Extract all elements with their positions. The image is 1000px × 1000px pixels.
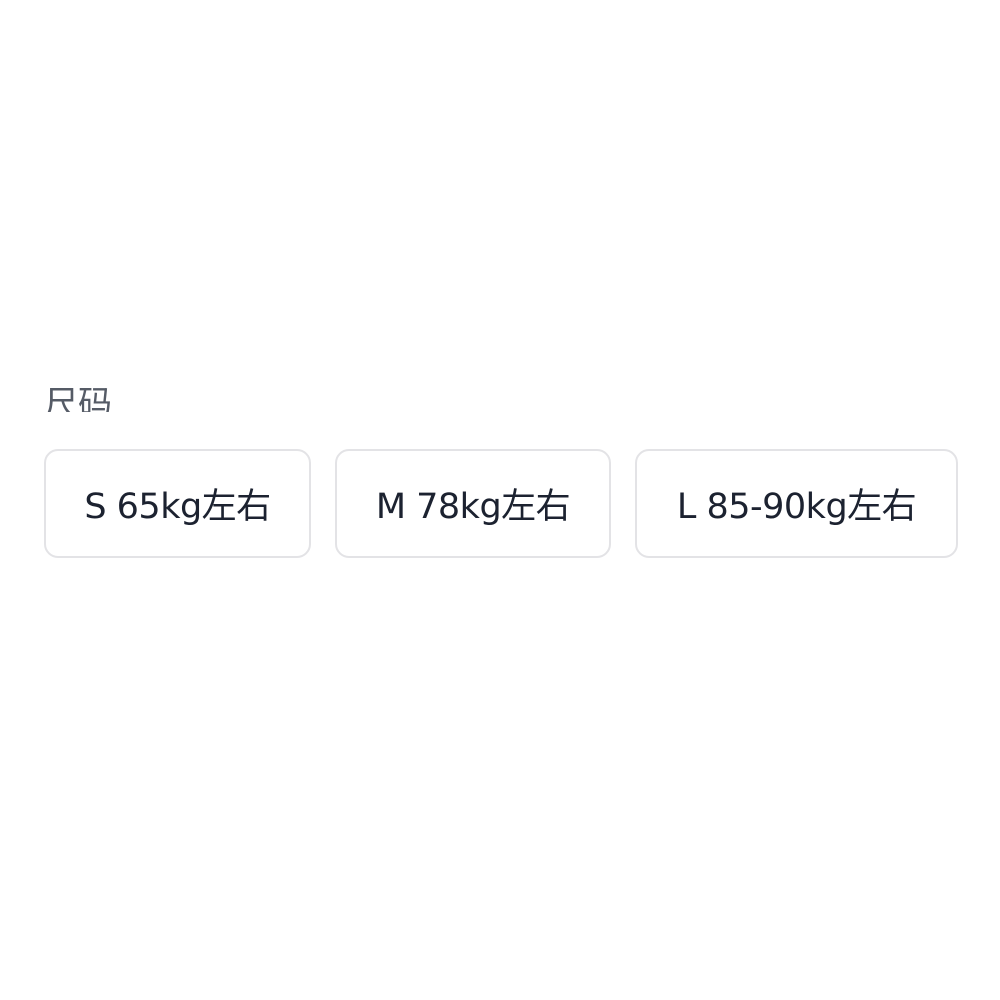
size-option-group: S 65kg左右 M 78kg左右 L 85-90kg左右 bbox=[44, 449, 958, 558]
section-label-container: 尺码 bbox=[44, 378, 204, 412]
size-option-l[interactable]: L 85-90kg左右 bbox=[635, 449, 958, 558]
size-option-m[interactable]: M 78kg左右 bbox=[335, 449, 611, 558]
section-label: 尺码 bbox=[44, 384, 112, 412]
size-option-label: M 78kg左右 bbox=[375, 487, 571, 527]
size-option-s[interactable]: S 65kg左右 bbox=[44, 449, 311, 558]
size-option-label: L 85-90kg左右 bbox=[676, 487, 917, 527]
size-option-label: S 65kg左右 bbox=[84, 487, 271, 527]
